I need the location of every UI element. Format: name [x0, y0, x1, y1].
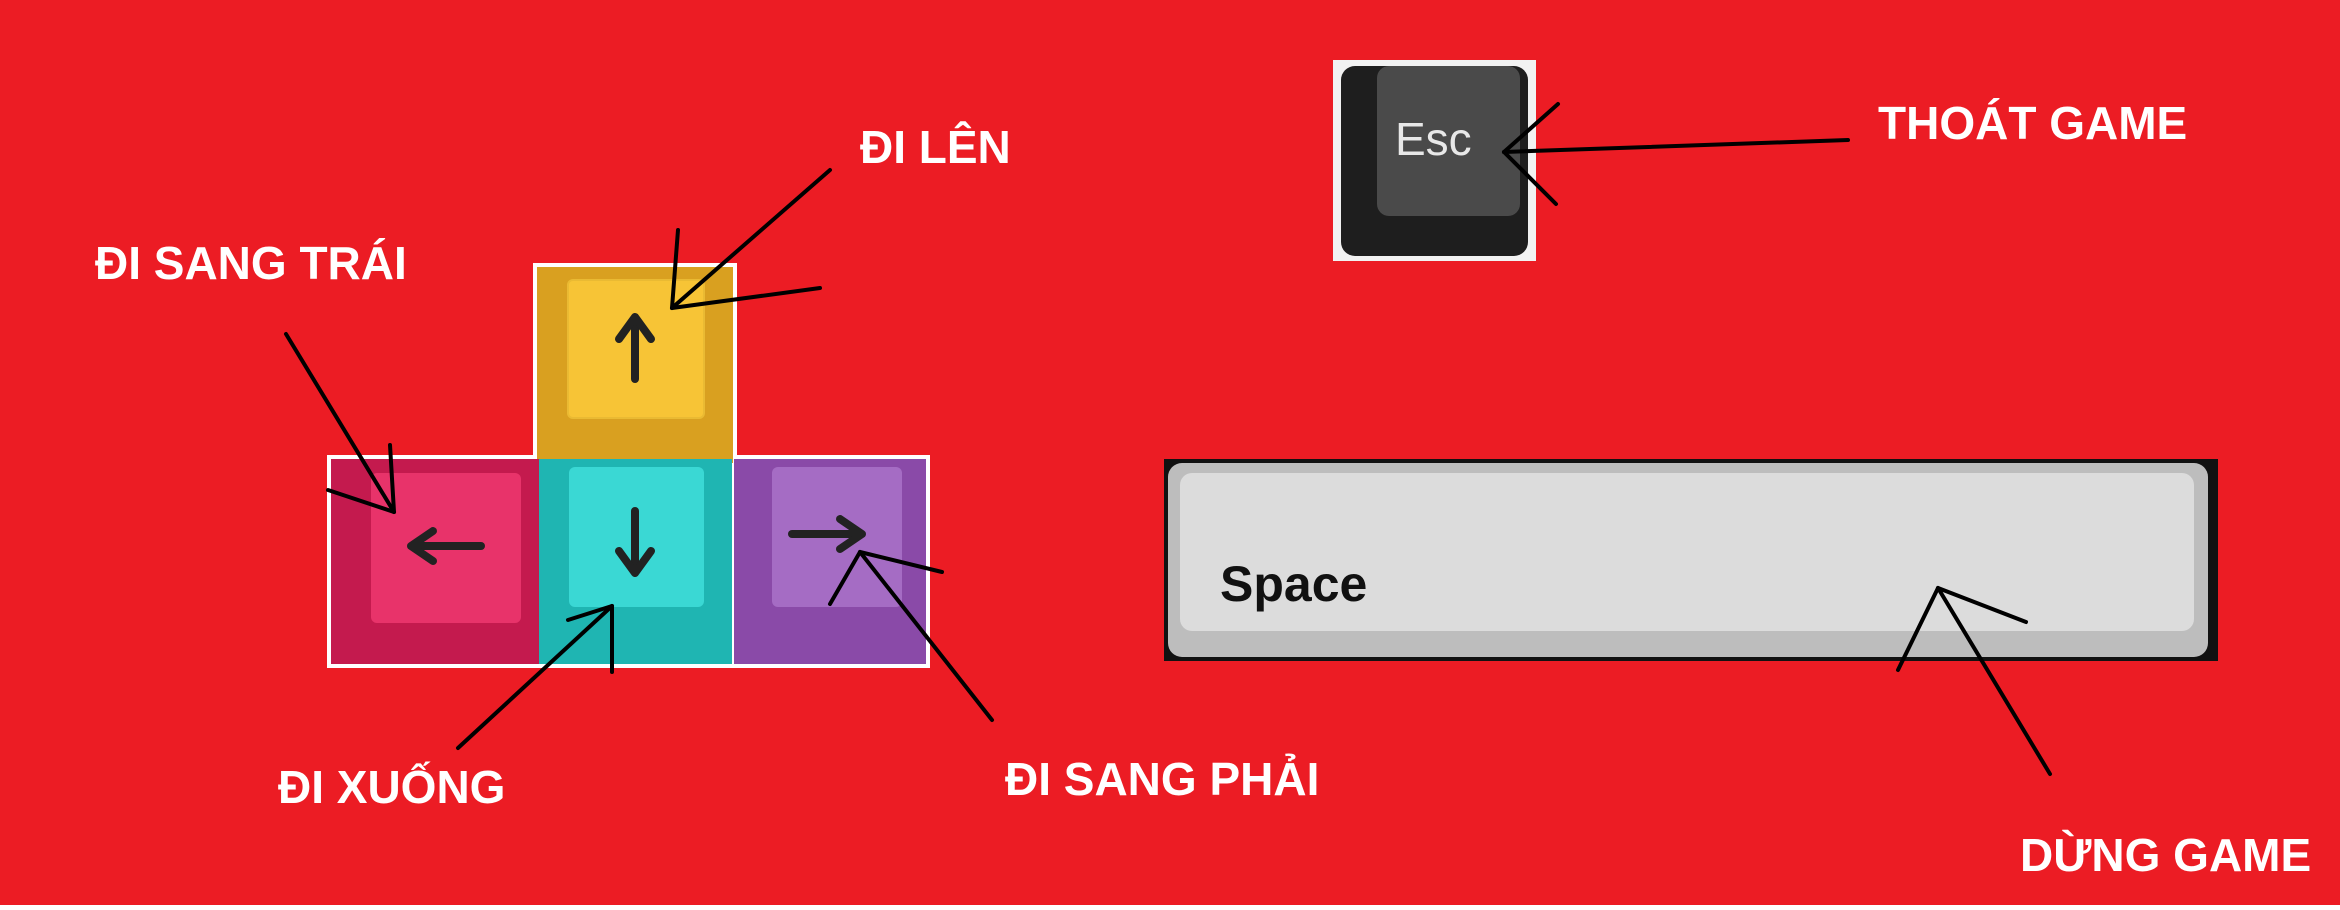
up-pointer-line [670, 168, 832, 310]
label-move-left: ĐI SANG TRÁI [95, 237, 407, 289]
left-pointer-tick-2 [326, 488, 396, 514]
left-pointer-line [284, 332, 396, 514]
down-pointer-line [456, 604, 614, 750]
up-pointer-tick-1 [670, 228, 680, 310]
esc-key-label: Esc [1395, 113, 1472, 165]
label-move-up: ĐI LÊN [860, 121, 1011, 173]
esc-key[interactable]: Esc [1333, 60, 1536, 261]
right-pointer-tick-2 [828, 550, 862, 606]
label-pause-game: DỪNG GAME [2020, 829, 2312, 881]
arrow-left-icon [407, 527, 485, 565]
space-pointer-line [1936, 586, 2052, 776]
space-key-label: Space [1220, 556, 1368, 612]
esc-key-top [1377, 66, 1520, 216]
space-key-top [1180, 473, 2194, 631]
down-arrow-key[interactable] [539, 459, 732, 664]
up-arrow-key[interactable] [537, 267, 733, 463]
arrow-down-icon [615, 507, 655, 577]
label-move-right: ĐI SANG PHẢI [1005, 753, 1320, 805]
label-exit-game: THOÁT GAME [1878, 97, 2188, 149]
up-pointer-tick-2 [670, 286, 822, 310]
space-pointer-tick-1 [1936, 586, 2028, 624]
left-pointer-tick-1 [388, 443, 396, 514]
label-move-down: ĐI XUỐNG [278, 761, 506, 813]
esc-pointer-tick-1 [1502, 102, 1560, 154]
right-pointer-line [858, 550, 994, 722]
arrow-right-icon [788, 515, 866, 553]
down-pointer-tick-2 [566, 604, 614, 622]
esc-pointer-line [1502, 138, 1850, 154]
space-key[interactable]: Space [1164, 459, 2218, 661]
right-pointer-tick-1 [858, 550, 944, 574]
bottom-border [0, 905, 2340, 910]
esc-pointer-tick-2 [1502, 150, 1558, 206]
left-arrow-key[interactable] [331, 459, 541, 664]
arrow-up-icon [615, 313, 655, 383]
space-pointer-tick-2 [1896, 586, 1940, 672]
